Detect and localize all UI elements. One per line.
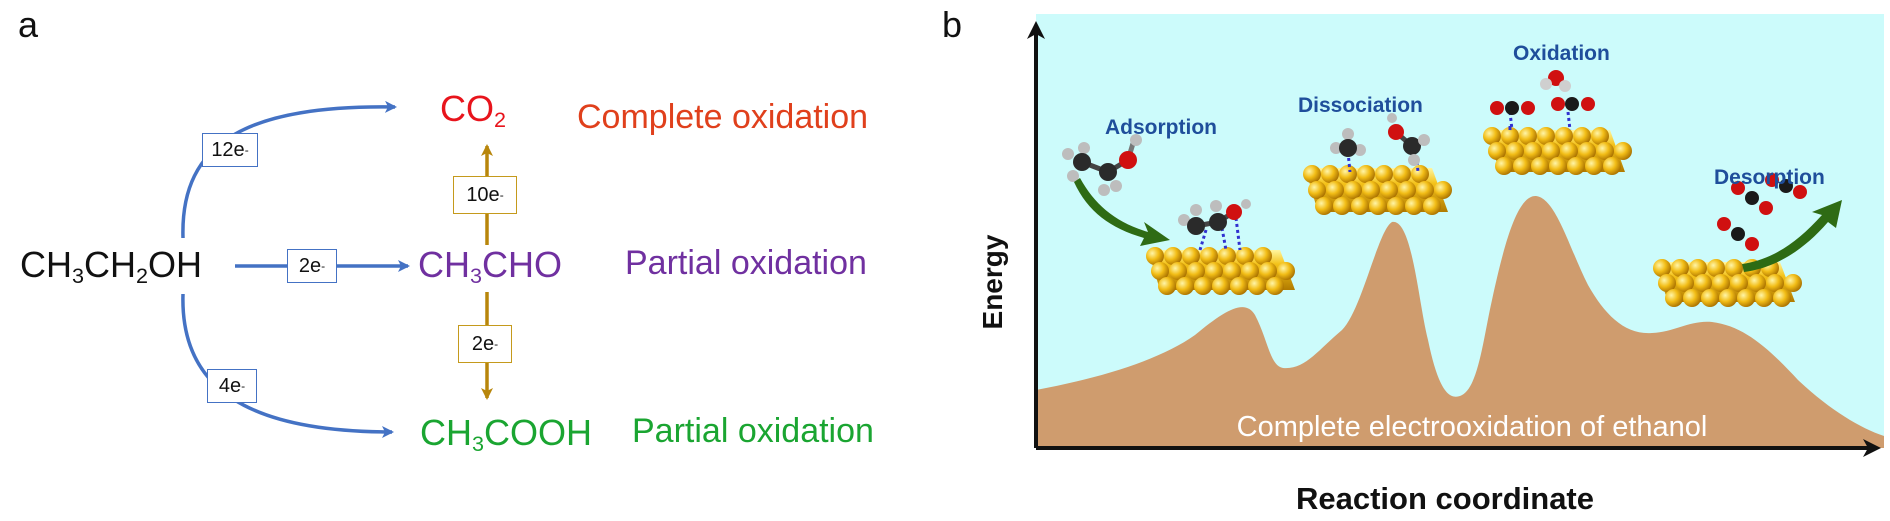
desorption-surface [1653, 259, 1802, 307]
ethanol-formula: CH3CH2OH [20, 244, 203, 289]
acetic-acid-formula: CH3COOH [420, 412, 593, 457]
partial-oxidation-acid-label: Partial oxidation [632, 412, 874, 450]
ethanol-molecule-adsorbed [1178, 199, 1251, 251]
energy-landscape [1036, 195, 1884, 448]
desorbed-co2-molecules [1717, 173, 1807, 251]
complete-oxidation-label: Complete oxidation [577, 98, 869, 136]
dissociation-surface [1303, 165, 1452, 215]
electron-box-12e: 12e- [202, 133, 258, 167]
co2-formula: CO2 [440, 88, 507, 133]
step-adsorption: Adsorption [1105, 116, 1217, 139]
x-axis-title: Reaction coordinate [1296, 481, 1594, 516]
dissociated-fragments [1330, 113, 1430, 173]
step-oxidation: Oxidation [1513, 42, 1610, 65]
acetaldehyde-formula: CH3CHO [418, 244, 563, 289]
oxidation-molecules [1490, 70, 1595, 131]
electron-box-2e-aldehyde: 2e- [287, 249, 337, 283]
ethanol-molecule-free [1062, 134, 1142, 196]
step-desorption: Desorption [1714, 166, 1825, 189]
step-dissociation: Dissociation [1298, 94, 1423, 117]
adsorption-surface [1146, 247, 1295, 295]
y-axis-title: Energy [977, 234, 1008, 329]
partial-oxidation-aldehyde-label: Partial oxidation [625, 244, 867, 282]
panel-a-label: a [18, 4, 39, 45]
electron-box-10e: 10e- [453, 176, 517, 214]
oxidation-surface [1483, 127, 1632, 175]
adsorption-arrow [1074, 178, 1170, 246]
panel-b-label: b [942, 4, 963, 45]
landscape-caption: Complete electrooxidation of ethanol [1237, 411, 1708, 443]
desorption-arrow [1742, 200, 1842, 272]
electron-box-2e-acid: 2e- [458, 325, 512, 363]
electron-box-4e: 4e- [207, 369, 257, 403]
